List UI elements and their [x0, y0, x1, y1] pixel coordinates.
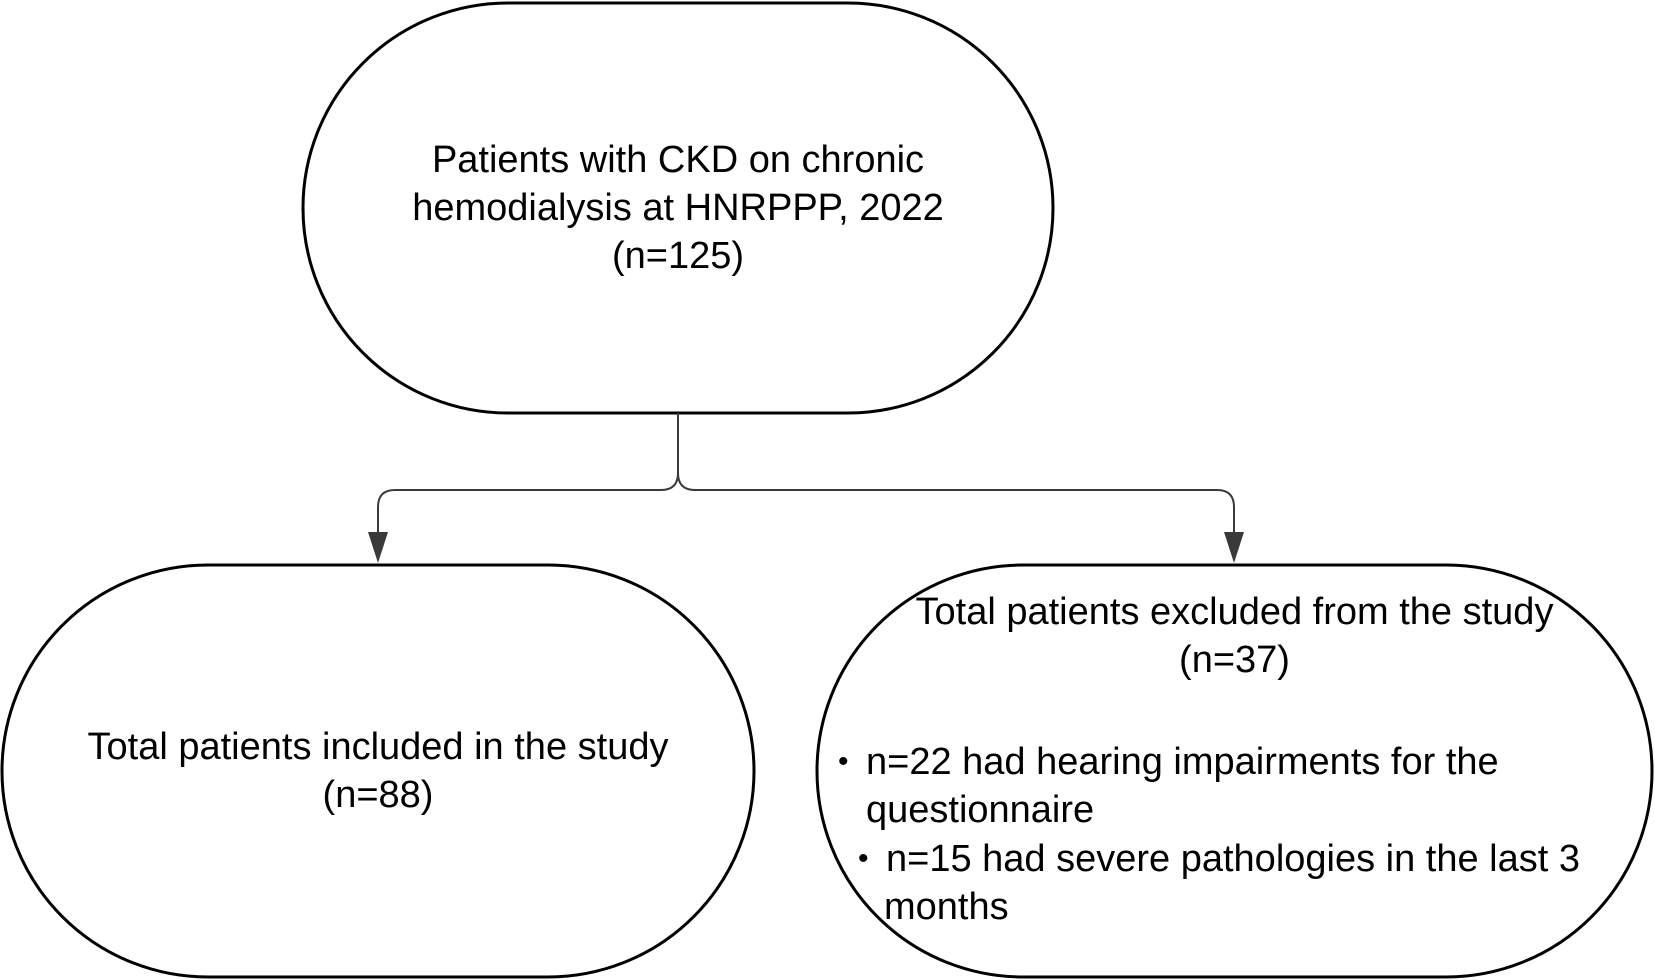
excluded-bullet-1-line-2: questionnaire — [866, 789, 1095, 831]
node-top-text: Patients with CKD on chronic hemodialysi… — [303, 136, 1053, 280]
node-included-shape — [0, 563, 756, 979]
connector-to-included — [377, 472, 679, 532]
excluded-bullet-2-line-2: months — [884, 886, 1009, 928]
node-included-count: (n=88) — [322, 774, 434, 816]
node-included-line: Total patients included in the study — [87, 726, 669, 768]
node-excluded-shape — [815, 563, 1654, 979]
node-excluded-line: Total patients excluded from the study — [915, 591, 1554, 633]
arrowhead-to-included — [368, 532, 388, 563]
excluded-bullet-2-line-1: n=15 had severe pathologies in the last … — [886, 838, 1581, 880]
excluded-bullet-1-line-1: n=22 had hearing impairments for the — [866, 741, 1499, 783]
arrowhead-to-excluded — [1224, 532, 1244, 563]
bullet-icon: • — [858, 842, 869, 875]
node-excluded-text: Total patients excluded from the study (… — [817, 588, 1652, 684]
node-top-line: Patients with CKD on chronic — [431, 139, 925, 181]
node-top-line: hemodialysis at HNRPPP, 2022 — [412, 187, 944, 229]
node-excluded-count: (n=37) — [1179, 639, 1290, 681]
node-included-text: Total patients included in the study (n=… — [2, 723, 754, 819]
node-top-count: (n=125) — [611, 235, 745, 277]
connector-to-excluded — [677, 472, 1235, 532]
bullet-icon: • — [838, 745, 849, 778]
